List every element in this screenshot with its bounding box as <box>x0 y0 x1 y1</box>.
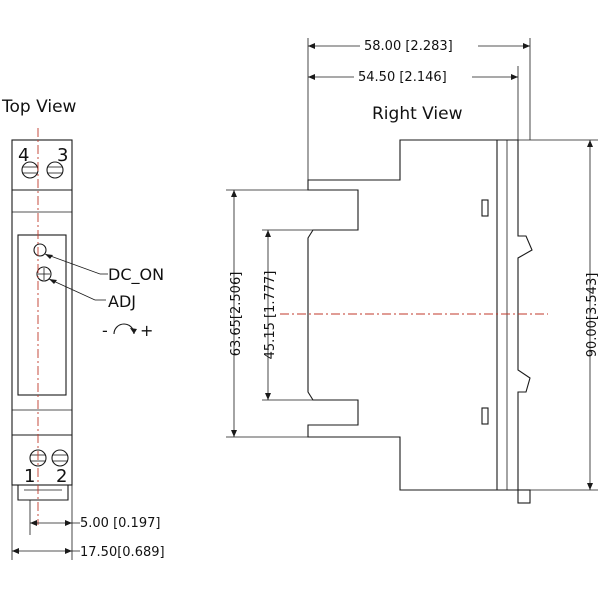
adj-minus-label: - <box>102 321 108 340</box>
depth-total-dim-label: 58.00 [2.283] <box>364 39 453 54</box>
height-inner-dim-label: 45.15 [1.777] <box>263 271 278 360</box>
terminal-label-1: 1 <box>24 466 35 487</box>
width-dim <box>12 548 80 554</box>
height-total-dim <box>587 140 593 490</box>
height-inner-dim <box>265 230 271 400</box>
top-view: Top View 4 3 1 <box>1 97 165 560</box>
terminal-label-2: 2 <box>56 466 67 487</box>
top-view-title: Top View <box>1 97 77 117</box>
height-mid-dim <box>231 190 237 437</box>
terminal-label-4: 4 <box>18 145 29 166</box>
din-rail-back <box>497 139 533 491</box>
din-clip-bottom <box>517 489 531 504</box>
right-view: Right View 58.00 [2.283] 54.50 [2.146] <box>226 38 600 504</box>
depth-total-dim <box>308 43 530 49</box>
top-view-body <box>11 139 73 486</box>
adj-rotation-arrow-icon <box>130 328 137 334</box>
terminal-label-3: 3 <box>57 145 68 166</box>
screw-3 <box>46 161 64 179</box>
vent-slot-top <box>481 199 489 217</box>
adj-potentiometer-icon <box>36 266 52 282</box>
top-view-window <box>17 234 67 396</box>
terminal-screws-top <box>21 161 64 179</box>
pin-offset-dim-label: 5.00 [0.197] <box>80 516 160 531</box>
dc-on-led-icon <box>33 243 47 257</box>
height-mid-dim-label: 63.65[2.506] <box>229 272 244 357</box>
adj-label: ADJ <box>108 292 136 311</box>
height-total-dim-label: 90.00[3.543] <box>585 273 600 358</box>
depth-body-dim-label: 54.50 [2.146] <box>358 70 447 85</box>
top-bottom-step <box>17 485 69 501</box>
terminal-screws-bottom <box>29 449 69 467</box>
pin-offset-dim <box>30 520 80 526</box>
dc-on-label: DC_ON <box>108 265 164 285</box>
adj-leader <box>48 278 106 301</box>
vent-slot-bottom <box>481 407 489 425</box>
right-view-title: Right View <box>372 104 463 124</box>
screw-1 <box>29 449 47 467</box>
depth-body-dim <box>308 74 518 80</box>
screw-2 <box>51 449 69 467</box>
adj-plus-label: + <box>140 321 153 340</box>
right-view-outline <box>307 139 498 491</box>
width-dim-label: 17.50[0.689] <box>80 545 165 560</box>
dc-on-leader <box>44 253 108 275</box>
